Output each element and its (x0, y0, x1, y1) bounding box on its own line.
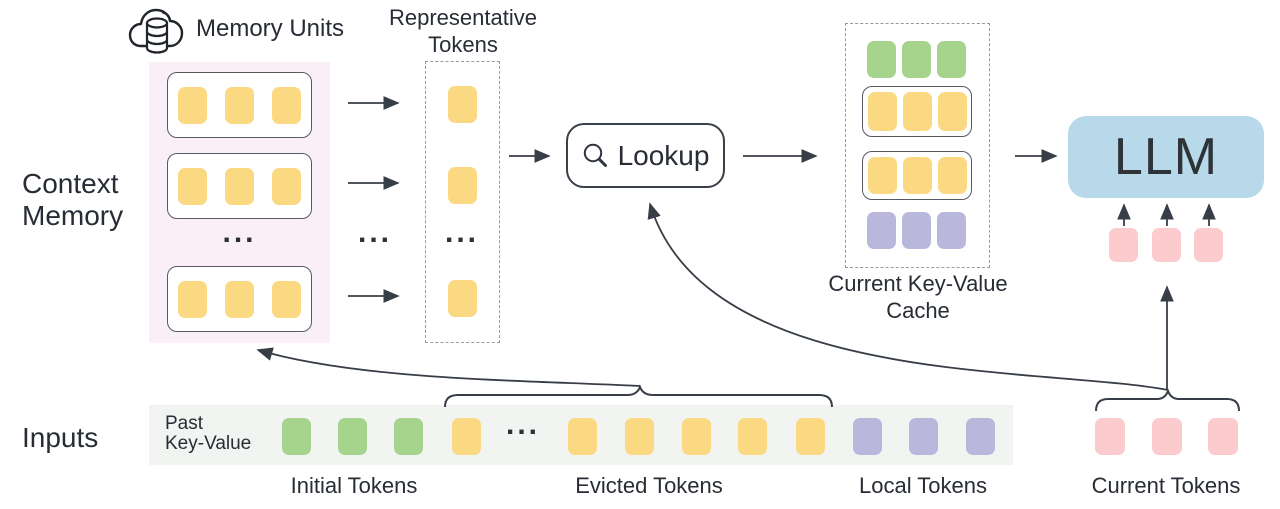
kv-token (225, 86, 254, 124)
ellipsis-more-representative: ... (444, 216, 479, 249)
evicted-token (738, 418, 767, 455)
kv-token (225, 280, 254, 318)
evicted-token (625, 418, 654, 455)
representative-tokens-box (425, 61, 500, 343)
local-token (966, 418, 995, 455)
kv-token (178, 167, 207, 205)
local-token (909, 418, 938, 455)
current-kv-cache-label: Current Key-Value Cache (828, 271, 1008, 323)
kv-token (902, 212, 931, 249)
representative-tokens-label: Representative Tokens (389, 5, 537, 57)
cache-memory-unit (862, 151, 972, 200)
ellipsis-more-units: ... (222, 216, 257, 249)
memory-unit-row (167, 153, 312, 219)
representative-token (448, 86, 477, 123)
kv-token (902, 92, 932, 131)
lookup-label: Lookup (617, 139, 710, 171)
current-tokens-brace (1095, 388, 1240, 412)
current-kv-cache-box (845, 23, 990, 268)
representative-token (448, 167, 477, 204)
kv-token (937, 212, 966, 249)
kv-token (272, 86, 301, 124)
memory-unit-row (167, 266, 312, 332)
cloud-database-icon (126, 2, 188, 54)
ellipsis-more-evicted: ... (505, 408, 540, 441)
kv-token (867, 41, 896, 78)
initial-token (394, 418, 423, 455)
current-token (1152, 418, 1182, 455)
evicted-token (682, 418, 711, 455)
inputs-label: Inputs (22, 422, 99, 453)
kv-token (272, 167, 301, 205)
kv-token (937, 92, 967, 131)
llm-label: LLM (1113, 128, 1219, 186)
evicted-tokens-brace (444, 384, 833, 408)
representative-token (448, 280, 477, 317)
initial-tokens-label: Initial Tokens (290, 473, 418, 498)
kv-token (902, 157, 932, 194)
lookup-button: Lookup (566, 123, 725, 188)
memory-units-label: Memory Units (196, 15, 345, 42)
context-memory-label: Context Memory (22, 168, 124, 231)
evicted-token (568, 418, 597, 455)
kv-token (902, 41, 931, 78)
local-tokens-label: Local Tokens (858, 473, 987, 498)
current-token (1109, 228, 1138, 262)
current-token (1152, 228, 1181, 262)
past-key-value-label: Past Key-Value (165, 413, 252, 454)
current-tokens-label: Current Tokens (1091, 473, 1241, 498)
search-icon (583, 143, 607, 167)
memory-unit-row (167, 72, 312, 138)
kv-token (272, 280, 301, 318)
kv-token (937, 157, 967, 194)
cache-row-initial (867, 41, 966, 78)
kv-token (937, 41, 966, 78)
kv-token (867, 157, 897, 194)
curve-evicted-to-memory (256, 347, 641, 387)
current-token (1095, 418, 1125, 455)
evicted-token (796, 418, 825, 455)
evicted-token (452, 418, 481, 455)
local-token (853, 418, 882, 455)
initial-token (282, 418, 311, 455)
kv-token (225, 167, 254, 205)
kv-token (867, 212, 896, 249)
kv-token (867, 92, 897, 131)
cache-memory-unit (862, 86, 972, 137)
current-token (1208, 418, 1238, 455)
kv-token (178, 86, 207, 124)
ellipsis-more-arrows: ... (357, 216, 392, 249)
kv-token (178, 280, 207, 318)
initial-token (338, 418, 367, 455)
evicted-tokens-label: Evicted Tokens (575, 473, 723, 498)
current-token (1194, 228, 1223, 262)
cache-row-local (867, 212, 966, 249)
llm-box: LLM (1068, 116, 1264, 198)
